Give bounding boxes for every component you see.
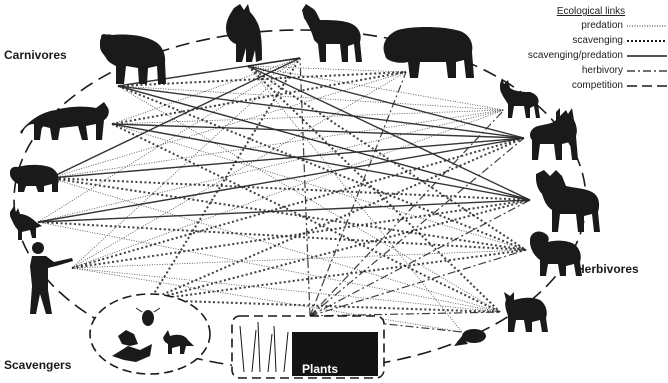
beaver-icon [454,329,486,346]
predation-link [49,71,407,179]
legend-item-herbivory: herbivory [505,63,667,78]
competition-line-sample [627,84,667,87]
herbivory-line-sample [627,69,667,72]
scavengers-label: Scavengers [4,358,72,372]
predation-link [71,267,501,313]
predation-link [111,109,505,125]
scavenging-link [149,249,527,301]
predation-link [71,57,301,269]
scavenging-predation-link [247,57,301,67]
predation-link [71,109,505,269]
legend-item-competition: competition [505,78,667,93]
plant-stem [283,331,289,373]
legend-item-scavenging-predation: scavenging/predation [505,48,667,63]
scavenging-link [71,137,525,269]
wolf-icon [226,4,262,62]
legend: Ecological links predation scavenging sc… [505,6,667,93]
human-hunter-icon [30,242,73,314]
plant-stem [273,325,277,373]
predation-link [71,71,407,269]
scavenging-link [49,177,531,201]
scavenging-link [247,65,527,251]
herbivory-link [309,137,525,317]
predation-link [37,57,301,223]
scavengers-ring [89,293,211,375]
scavenging-link [117,71,407,87]
herbivory-link [309,109,505,317]
scavenging-link [247,65,501,313]
scavenging-predation-link [111,123,531,201]
scavenging-link [149,137,525,301]
predation-line-sample [627,25,667,26]
scavenging-predation-link [49,137,525,179]
plant-stem [251,329,257,373]
plants-label: Plants [301,362,338,376]
carnivores-label: Carnivores [4,48,67,62]
herbivores-label: Herbivores [576,262,639,276]
legend-item-label: predation [581,20,623,31]
predation-link [111,123,527,251]
scavenging-line-sample [627,39,667,42]
plant-stem [257,321,261,373]
scavenging-predation-line-sample [627,54,667,57]
scavenging-predation-link [117,85,525,139]
predation-link [247,65,463,333]
predation-link [71,249,527,269]
scavenging-predation-link [117,85,531,201]
legend-item-label: competition [571,80,623,91]
plant-stem [239,325,245,373]
legend-item-scavenging: scavenging [505,33,667,48]
plant-stem [267,333,273,373]
mule-deer-icon [530,108,578,160]
predation-link [117,85,505,111]
bighorn-sheep-icon [530,231,582,276]
herbivory-link [309,199,531,317]
coyote-icon [10,206,42,240]
predation-link [71,267,463,333]
predation-link [37,109,505,223]
beetle-icon [135,307,161,326]
predation-link [111,57,301,125]
herbivory-link [309,315,463,333]
predation-link [49,177,501,313]
scavenging-predation-link [37,137,525,223]
bison-icon [383,27,474,78]
scavenging-link [117,85,527,251]
predation-link [37,221,501,313]
scavenging-link [149,299,501,313]
fox-icon [163,330,194,354]
scavenging-link [71,199,531,269]
black-bear-icon [10,164,59,192]
scavenging-link [49,177,527,251]
mountain-goat-icon [504,292,548,332]
elk-icon [302,4,362,62]
cougar-icon [20,102,109,140]
pronghorn-icon [500,78,540,118]
herbivory-link [309,71,407,317]
moose-icon [536,170,600,232]
predation-link [49,109,505,179]
legend-item-predation: predation [505,18,667,33]
plants-icon [239,321,378,376]
ecological-links [37,57,531,333]
legend-item-label: scavenging/predation [527,50,623,61]
scavenging-predation-link [37,199,531,223]
legend-item-label: scavenging [572,35,623,46]
predation-link [247,65,505,111]
grizzly-bear-icon [100,34,166,84]
legend-item-label: herbivory [581,65,623,76]
scavenging-predation-link [111,123,525,139]
raven-icon [118,330,138,346]
herbivory-link [299,57,311,317]
legend-title: Ecological links [556,6,626,17]
eagle-icon [112,344,152,362]
herbivory-link [309,249,527,317]
scavenging-predation-link [49,57,301,179]
scavenging-link [111,71,407,125]
